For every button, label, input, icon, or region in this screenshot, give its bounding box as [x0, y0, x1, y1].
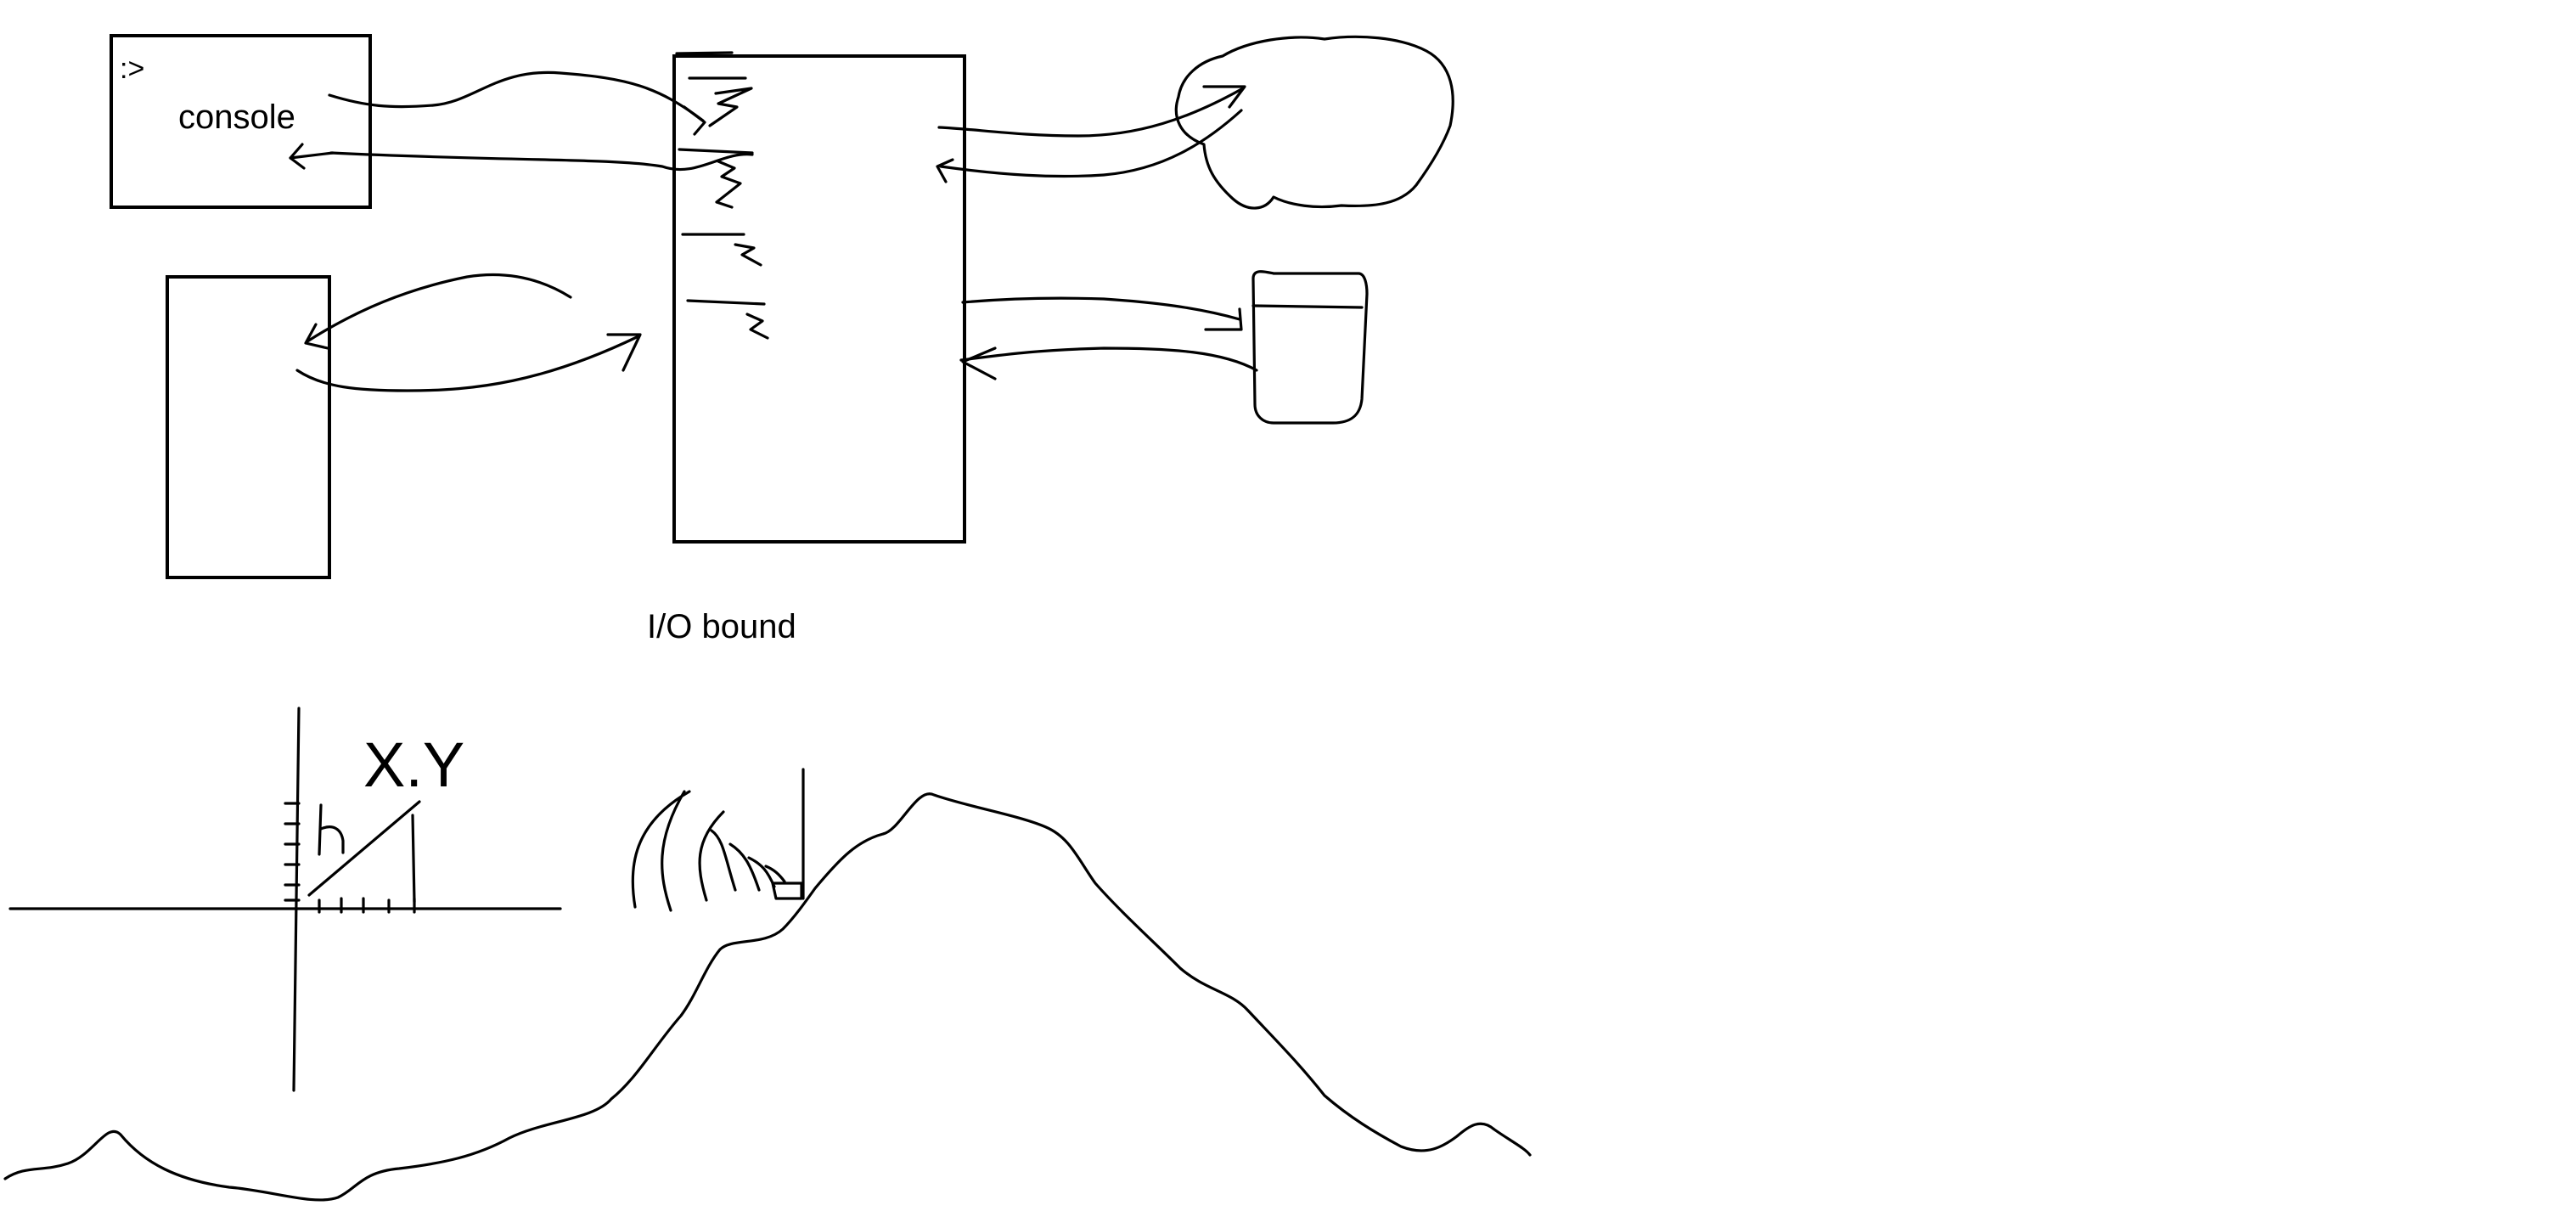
process-to-bucket-arrowhead: [1204, 307, 1243, 331]
bucket-shape: [1251, 270, 1369, 425]
process-box: [672, 54, 966, 544]
console-label: console: [178, 99, 295, 136]
bucket-to-process-arrow: [959, 346, 1258, 372]
process-entries: [678, 76, 769, 340]
bucket-to-process-arrowhead: [961, 346, 997, 380]
cloud-to-process-arrow: [939, 109, 1243, 178]
left-box-incoming-arrowhead: [304, 323, 329, 350]
tower-base: [771, 882, 803, 900]
process-to-bucket-arrow: [961, 296, 1241, 321]
left-box-outgoing-arrow: [295, 335, 640, 392]
slope-line: [307, 800, 421, 897]
h-glyph: [318, 803, 345, 856]
axis-ticks: [284, 802, 416, 914]
left-box-incoming-arrow: [306, 273, 572, 343]
graph-xy-label: X.Y: [363, 729, 465, 800]
terrain-line: [3, 792, 1532, 1202]
console-to-process-arrowhead: [683, 105, 706, 136]
process-to-cloud-arrowhead: [1202, 85, 1246, 109]
left-box: [166, 275, 331, 579]
io-bound-caption: I/O bound: [647, 608, 796, 645]
left-box-outgoing-arrowhead: [606, 333, 642, 372]
console-box: [110, 34, 372, 209]
process-to-console-arrowhead: [289, 143, 335, 170]
cloud-to-process-arrowhead: [936, 158, 954, 183]
process-to-console-arrow: [329, 151, 754, 172]
process-box-top-tick: [675, 51, 734, 55]
signal-waves: [631, 790, 786, 912]
cloud-shape: [1174, 35, 1454, 210]
bucket-rim: [1251, 304, 1364, 309]
console-prompt-symbol: :>: [120, 53, 145, 85]
console-to-process-arrow: [328, 70, 705, 122]
slope-drop-line: [411, 814, 416, 904]
process-to-cloud-arrow: [937, 87, 1245, 138]
